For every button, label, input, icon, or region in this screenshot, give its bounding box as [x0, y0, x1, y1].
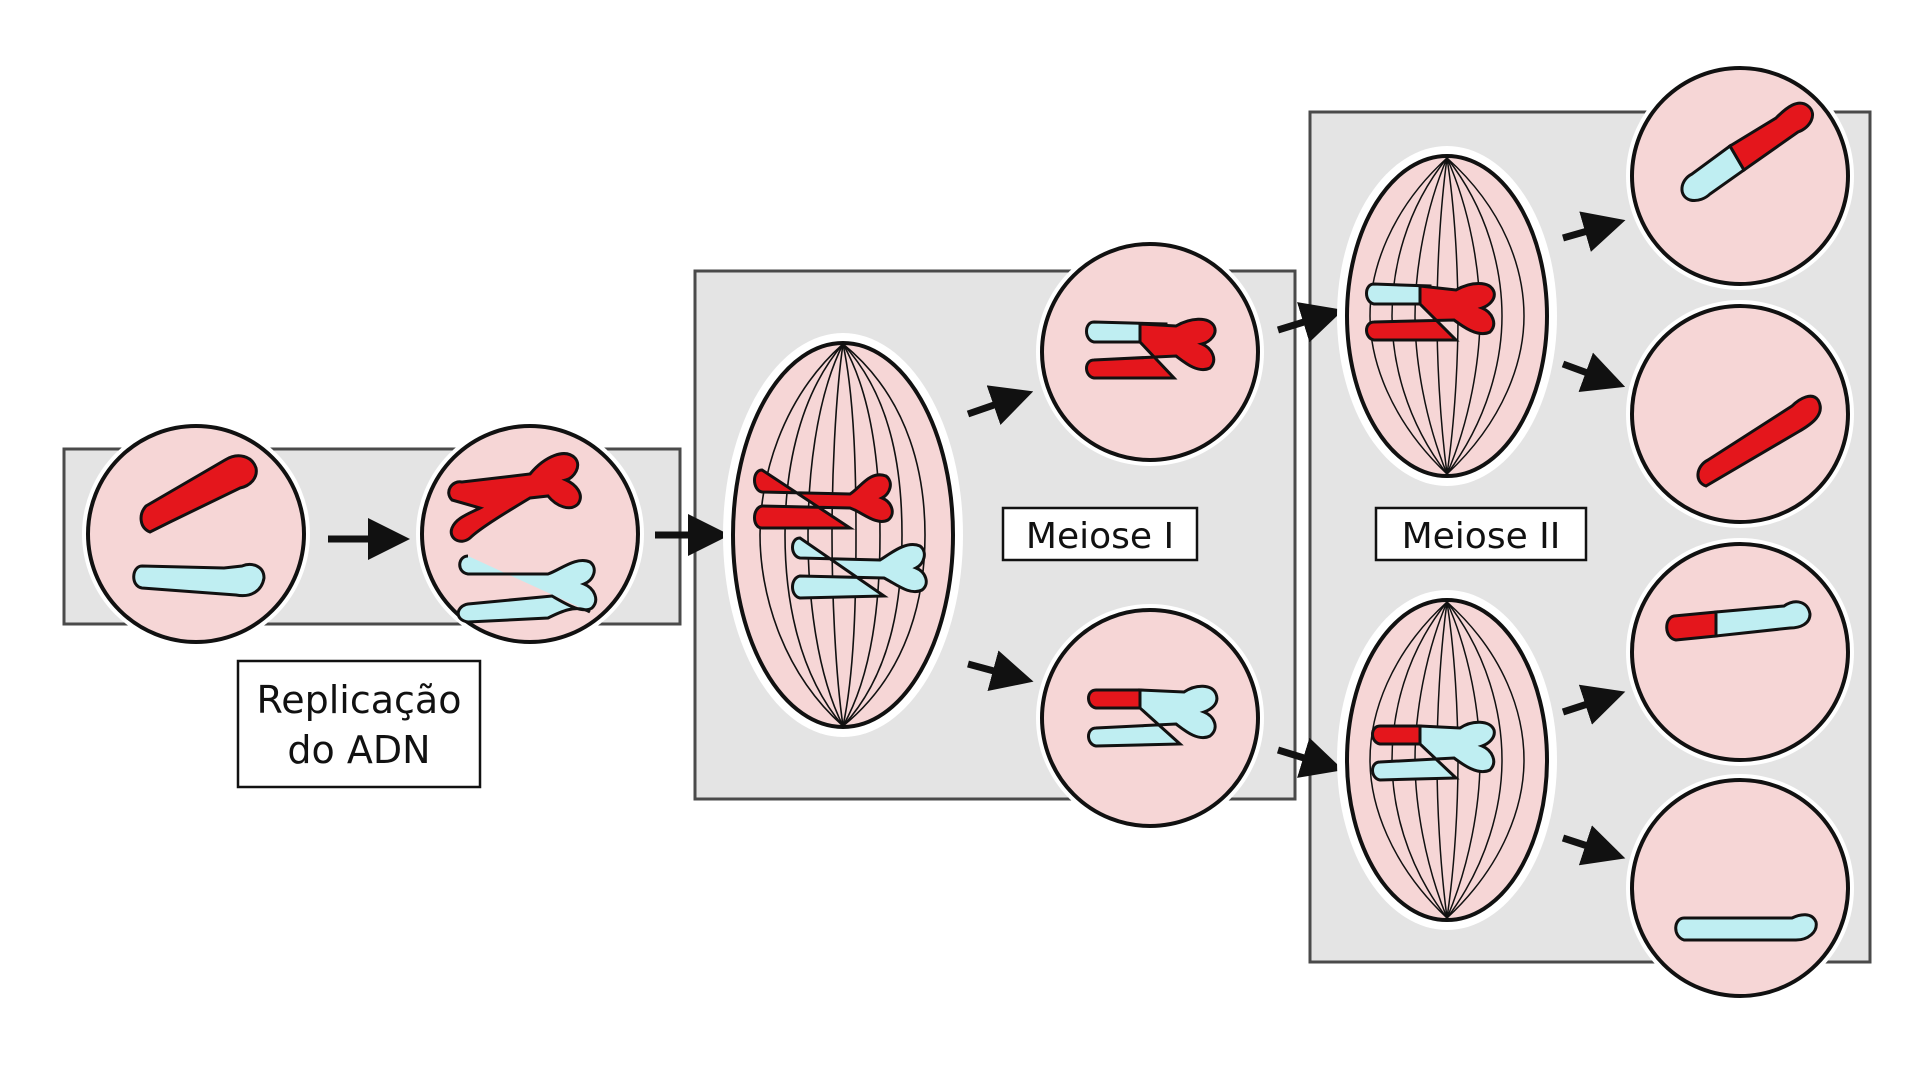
label-replication: Replicação do ADN [236, 659, 482, 789]
chromosome-red [139, 454, 258, 534]
label-meiosis-one: Meiose I [1001, 506, 1199, 562]
label-meiosis-two: Meiose II [1374, 506, 1588, 562]
label-meiosis-one-text: Meiose I [1026, 516, 1174, 557]
label-meiosis-two-text: Meiose II [1402, 516, 1561, 557]
arrow [966, 385, 1034, 426]
chromosome-red-replicated [447, 452, 582, 543]
cell-meiosis-two-spindle-top [1337, 146, 1557, 486]
chromosome-blue-replicated [456, 554, 598, 624]
chromosome-blue [132, 563, 266, 598]
cell-replicated [416, 420, 644, 648]
arrow [1561, 352, 1626, 393]
cell-meiosis-one-top [1036, 238, 1264, 466]
gamete-3 [1626, 538, 1854, 766]
arrow [1561, 684, 1626, 725]
arrow [1562, 211, 1626, 252]
arrow [1276, 737, 1344, 778]
label-replication-line1: Replicação [257, 678, 462, 722]
cell-meiosis-two-spindle-bottom [1337, 590, 1557, 930]
arrow [1561, 825, 1626, 866]
arrow [1276, 302, 1344, 343]
cell-meiosis-one-bottom [1036, 604, 1264, 832]
gamete-2 [1626, 300, 1854, 528]
gamete-1 [1626, 62, 1854, 290]
arrow [967, 650, 1034, 691]
cell-meiosis-one-spindle [723, 333, 963, 737]
label-replication-line2: do ADN [287, 728, 430, 772]
cell-initial [82, 420, 310, 648]
gamete-4 [1626, 774, 1854, 1002]
